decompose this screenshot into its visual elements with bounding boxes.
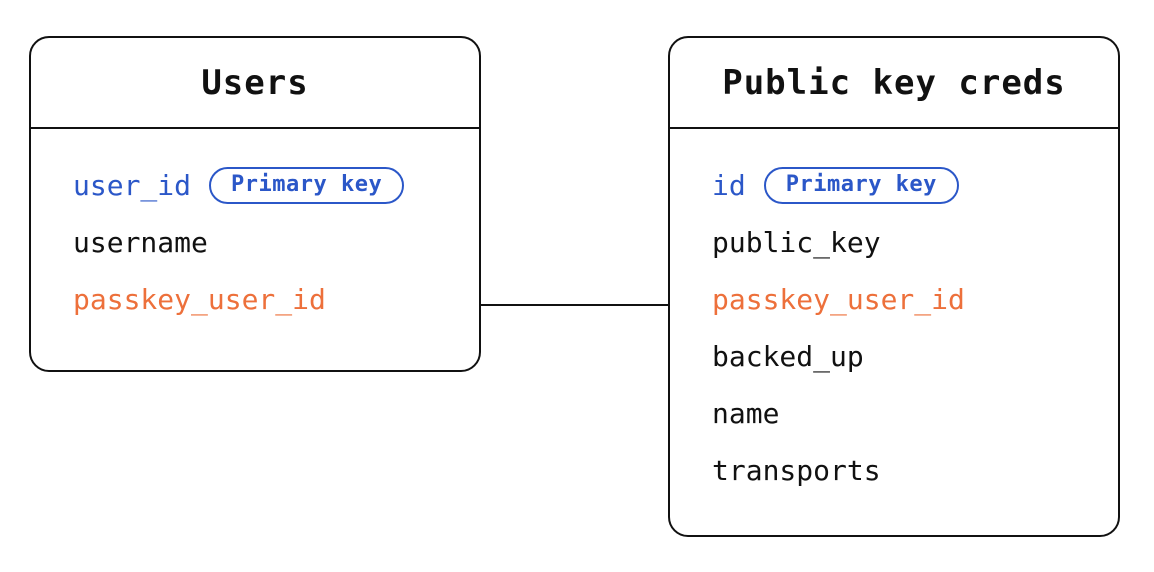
field-row-passkey-user-id: passkey_user_id (73, 271, 469, 328)
field-row-transports: transports (712, 442, 1108, 499)
field-name: name (712, 397, 780, 430)
field-name: public_key (712, 226, 881, 259)
primary-key-badge: Primary key (763, 167, 959, 204)
relationship-line (479, 304, 670, 306)
field-row-backed-up: backed_up (712, 328, 1108, 385)
primary-key-badge: Primary key (209, 167, 405, 204)
public-key-creds-table-body: id Primary key public_key passkey_user_i… (670, 129, 1118, 499)
field-row-username: username (73, 214, 469, 271)
field-row-name: name (712, 385, 1108, 442)
field-name: id (712, 169, 746, 202)
field-name: backed_up (712, 340, 864, 373)
field-row-id: id Primary key (712, 157, 1108, 214)
field-name: passkey_user_id (73, 283, 326, 316)
field-name: passkey_user_id (712, 283, 965, 316)
users-table: Users user_id Primary key username passk… (29, 36, 481, 372)
field-row-user-id: user_id Primary key (73, 157, 469, 214)
field-name: username (73, 226, 208, 259)
public-key-creds-table-header: Public key creds (670, 38, 1118, 129)
public-key-creds-table: Public key creds id Primary key public_k… (668, 36, 1120, 537)
public-key-creds-table-title: Public key creds (722, 62, 1066, 103)
field-row-public-key: public_key (712, 214, 1108, 271)
field-name: user_id (73, 169, 192, 202)
users-table-title: Users (201, 62, 309, 103)
field-row-passkey-user-id: passkey_user_id (712, 271, 1108, 328)
field-name: transports (712, 454, 881, 487)
users-table-body: user_id Primary key username passkey_use… (31, 129, 479, 328)
users-table-header: Users (31, 38, 479, 129)
